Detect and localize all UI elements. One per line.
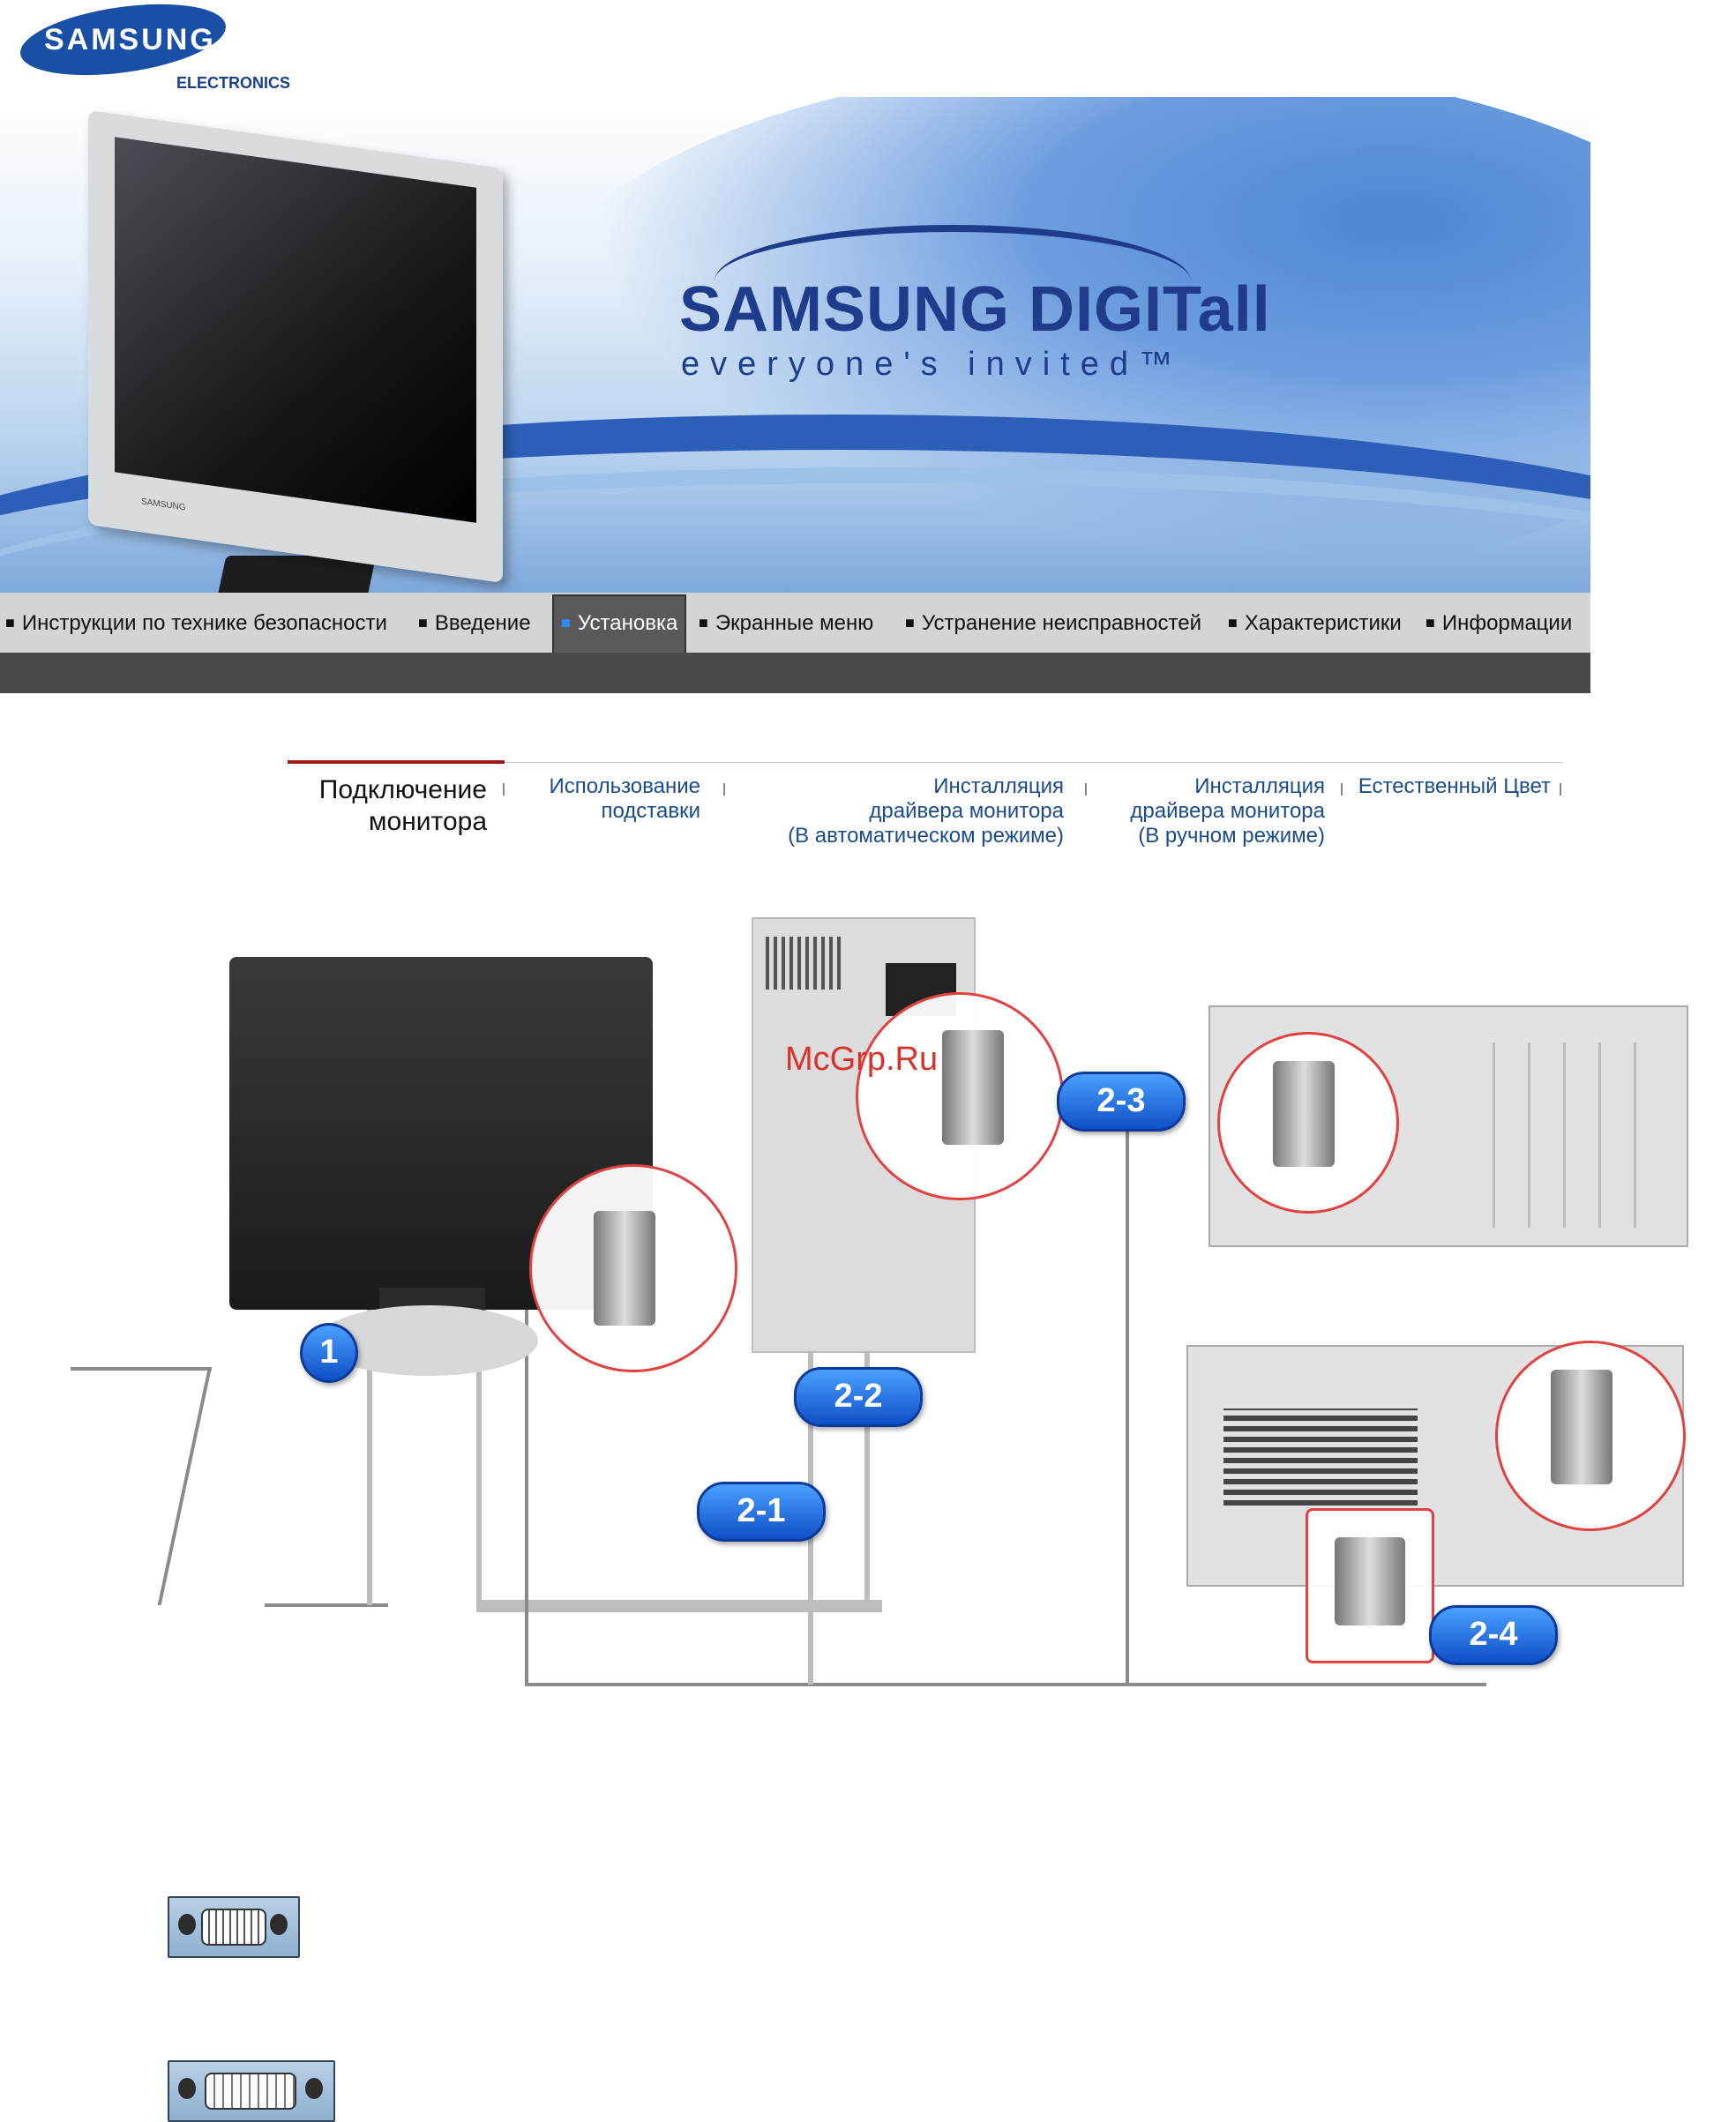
nav-item-specs[interactable]: ■Характеристики [1228,611,1402,635]
bullet-square-icon: ■ [418,614,428,631]
dvi-connector-icon [168,2060,335,2122]
mac-adapter-zoom [1306,1508,1434,1663]
subtab-connect-monitor[interactable]: Подключение монитора [318,775,487,836]
subtab-driver-manual[interactable]: Инсталляция драйвера монитора (В ручном … [1130,774,1325,848]
d-sub-15-pin-connector-icon [168,1896,300,1958]
signal-cable [476,1208,482,1605]
logo-brand-text: SAMSUNG [44,23,216,56]
subtab-natural-color[interactable]: Естественный Цвет [1358,774,1551,798]
nav-item-intro[interactable]: ■Введение [418,611,531,635]
installation-subtabs: Подключение монитора Использование подст… [288,760,1563,868]
bullet-square-icon: ■ [561,614,571,631]
badge-step-1: 1 [300,1323,358,1383]
samsung-electronics-logo: SAMSUNG ELECTRONICS [15,0,293,92]
nav-item-info[interactable]: ■Информации [1425,611,1573,635]
nav-item-osd[interactable]: ■Экранные меню [699,611,874,635]
slogan-tagline: everyone's invited™ [681,346,1183,383]
monitor-product-image: SAMSUNG [88,109,503,584]
logo-sub-text: ELECTRONICS [176,74,291,92]
monitor-port-zoom-bubble [529,1164,737,1372]
nav-sub-bar [0,653,1590,693]
subtab-driver-auto[interactable]: Инсталляция драйвера монитора (В автомат… [788,774,1064,848]
badge-step-2-3: 2-3 [1057,1072,1186,1132]
monitor-brand-label: SAMSUNG [141,497,186,513]
main-nav-bar: ■Инструкции по технике безопасности ■Вве… [0,593,1590,660]
badge-step-2-4: 2-4 [1429,1605,1558,1665]
connection-diagram: McGrp.Ru 1 2-1 2-2 2-3 2-4 [71,908,1694,1686]
subtab-stand-usage[interactable]: Использование подставки [549,774,701,823]
nav-item-safety[interactable]: ■Инструкции по технике безопасности [5,611,387,635]
nav-item-troubleshooting[interactable]: ■Устранение неисправностей [905,611,1202,635]
bullet-square-icon: ■ [905,614,915,631]
bullet-square-icon: ■ [699,614,708,631]
badge-step-2-2: 2-2 [794,1367,923,1427]
desktop-port-zoom-bubble [1217,1032,1399,1214]
watermark-text: McGrp.Ru [785,1041,939,1078]
bullet-square-icon: ■ [1425,614,1435,631]
power-cable [71,1367,212,1371]
hero-banner: SAMSUNG SAMSUNG DIGITall everyone's invi… [0,97,1590,593]
mac-port-zoom-bubble [1495,1341,1686,1531]
bullet-square-icon: ■ [5,614,15,631]
pc-port-zoom-bubble [856,992,1064,1200]
badge-step-2-1: 2-1 [697,1482,826,1542]
slogan-title: SAMSUNG DIGITall [679,274,1271,345]
nav-item-installation[interactable]: ■Установка [551,594,687,660]
bullet-square-icon: ■ [1228,614,1238,631]
active-tab-underline [288,760,505,764]
